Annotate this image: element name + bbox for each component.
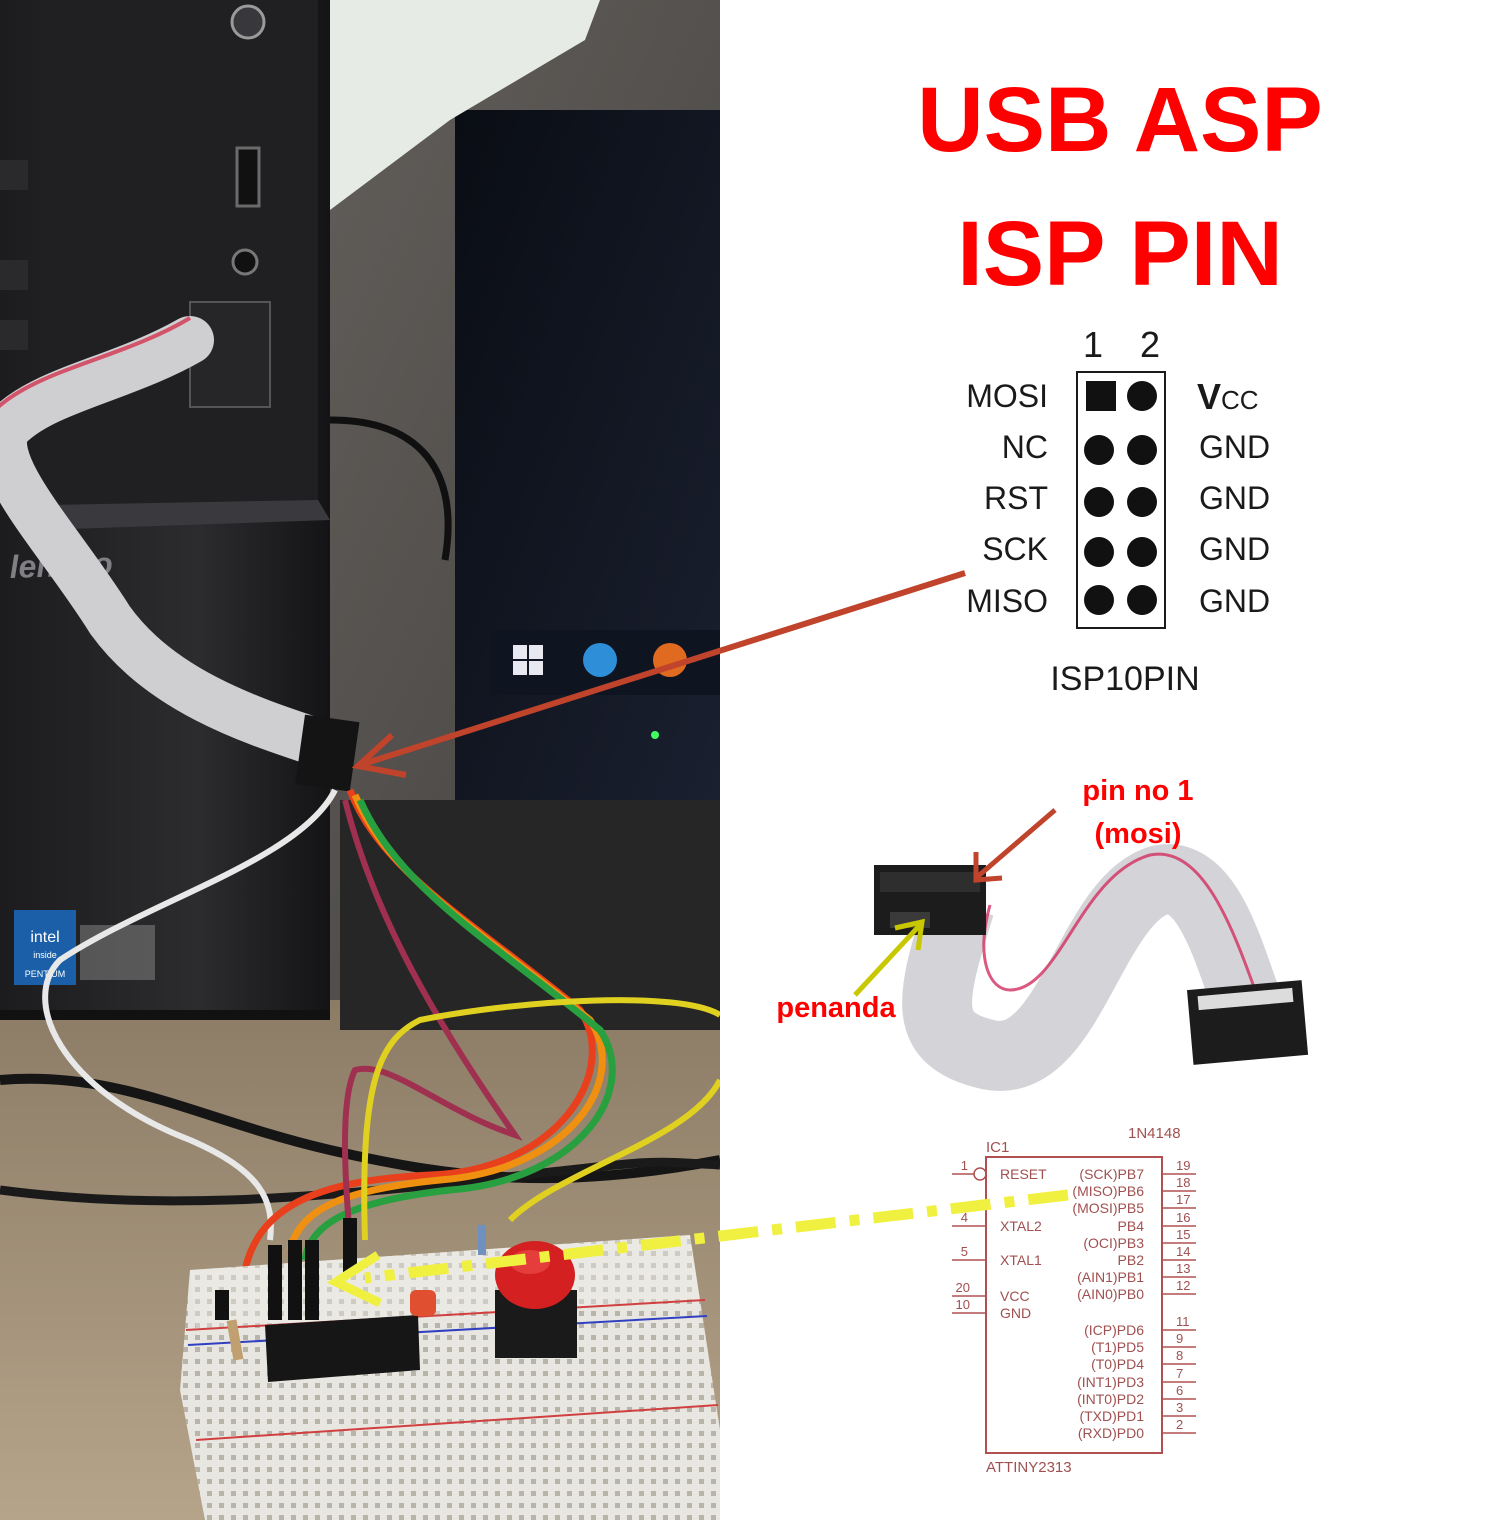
svg-text:(TXD)PD1: (TXD)PD1 — [1079, 1408, 1144, 1424]
svg-text:PENTIUM: PENTIUM — [25, 969, 66, 979]
ribbon-cable — [0, 316, 334, 764]
title-line-2: ISP PIN — [957, 203, 1283, 305]
svg-text:8: 8 — [1176, 1348, 1183, 1363]
svg-text:(AIN1)PB1: (AIN1)PB1 — [1077, 1269, 1144, 1285]
pin-6 — [1127, 487, 1157, 517]
svg-text:17: 17 — [1176, 1192, 1190, 1207]
svg-text:10: 10 — [956, 1297, 970, 1312]
svg-text:inside: inside — [33, 950, 57, 960]
monitor-back — [455, 110, 720, 810]
windows-logo — [513, 645, 527, 659]
pin-label-miso: MISO — [966, 583, 1048, 619]
svg-text:VCC: VCC — [1000, 1288, 1030, 1304]
ic-part: ATTINY2313 — [986, 1459, 1072, 1476]
pin-label-gnd-8: GND — [1199, 531, 1270, 567]
pin-8 — [1127, 537, 1157, 567]
diode-label: 1N4148 — [1128, 1125, 1181, 1142]
usb-port — [235, 146, 261, 208]
svg-text:11: 11 — [1176, 1314, 1190, 1329]
attiny-schematic: 1N4148 IC1 ATTINY2313 1 RESET 4 XTAL2 5 … — [952, 1125, 1196, 1476]
ic-ref: IC1 — [986, 1139, 1009, 1156]
pin-2 — [1127, 381, 1157, 411]
svg-text:13: 13 — [1176, 1261, 1190, 1276]
ie-logo — [583, 643, 617, 677]
svg-text:19: 19 — [1176, 1158, 1190, 1173]
ic-chip — [265, 1315, 420, 1382]
header-outline — [1076, 371, 1166, 629]
svg-text:(MISO)PB6: (MISO)PB6 — [1072, 1183, 1144, 1199]
ic-body — [985, 1156, 1163, 1454]
svg-text:(INT1)PD3: (INT1)PD3 — [1077, 1374, 1144, 1390]
white-wire — [42, 788, 338, 1241]
svg-text:2: 2 — [1176, 1417, 1183, 1432]
svg-text:XTAL1: XTAL1 — [1000, 1252, 1042, 1268]
svg-text:RESET: RESET — [1000, 1166, 1047, 1182]
svg-text:(T0)PD4: (T0)PD4 — [1091, 1356, 1144, 1372]
pin-label-vcc: VCC — [1197, 376, 1259, 417]
svg-text:(INT0)PD2: (INT0)PD2 — [1077, 1391, 1144, 1407]
col-label-2: 2 — [1140, 324, 1160, 365]
ribbon-cable-illustration — [874, 844, 1309, 1091]
power-button — [230, 4, 266, 40]
svg-text:(ICP)PD6: (ICP)PD6 — [1084, 1322, 1144, 1338]
pin-label-nc: NC — [1002, 429, 1048, 465]
diagram-panel: 1 2 MOSI NC RST SCK MISO VCC GND GND GND… — [776, 324, 1309, 1476]
svg-text:18: 18 — [1176, 1175, 1190, 1190]
svg-text:XTAL2: XTAL2 — [1000, 1218, 1042, 1234]
svg-text:(AIN0)PB0: (AIN0)PB0 — [1077, 1286, 1144, 1302]
svg-text:(OCI)PB3: (OCI)PB3 — [1083, 1235, 1144, 1251]
pin-label-mosi: MOSI — [966, 378, 1048, 414]
svg-text:(T1)PD5: (T1)PD5 — [1091, 1339, 1144, 1355]
pin1-label-line2: (mosi) — [1095, 818, 1182, 850]
svg-text:(SCK)PB7: (SCK)PB7 — [1079, 1166, 1144, 1182]
ic-right-pins: 19 (SCK)PB7 18 (MISO)PB6 17 (MOSI)PB5 16… — [1072, 1158, 1196, 1441]
col-label-1: 1 — [1083, 324, 1103, 365]
isp-header-diagram: 1 2 MOSI NC RST SCK MISO VCC GND GND GND… — [966, 324, 1270, 698]
arrow-pin1 — [974, 808, 1057, 880]
svg-text:12: 12 — [1176, 1278, 1190, 1293]
intel-sticker — [14, 910, 76, 985]
pin-label-gnd-10: GND — [1199, 583, 1270, 619]
svg-text:intel: intel — [30, 929, 59, 946]
pin1-label-line1: pin no 1 — [1082, 775, 1193, 807]
marker-label: penanda — [776, 992, 896, 1024]
svg-text:20: 20 — [956, 1280, 970, 1295]
pin-10 — [1127, 585, 1157, 615]
pin-label-gnd-6: GND — [1199, 480, 1270, 516]
pin-1-square — [1086, 381, 1116, 411]
pin-4 — [1127, 435, 1157, 465]
paper-note — [300, 0, 600, 210]
svg-text:(MOSI)PB5: (MOSI)PB5 — [1072, 1200, 1144, 1216]
pin-9 — [1084, 585, 1114, 615]
svg-text:3: 3 — [1176, 1400, 1183, 1415]
setup-photo: lenovo intel inside PENTIUM — [0, 0, 720, 1520]
svg-text:15: 15 — [1176, 1227, 1190, 1242]
pin-3 — [1084, 435, 1114, 465]
header-name: ISP10PIN — [1050, 660, 1199, 698]
svg-text:PB2: PB2 — [1118, 1252, 1145, 1268]
pin-5 — [1084, 487, 1114, 517]
svg-text:(RXD)PD0: (RXD)PD0 — [1078, 1425, 1144, 1441]
svg-text:PB4: PB4 — [1118, 1218, 1145, 1234]
arrow-marker — [853, 923, 922, 997]
title-line-1: USB ASP — [917, 69, 1323, 171]
pin-7 — [1084, 537, 1114, 567]
svg-text:16: 16 — [1176, 1210, 1190, 1225]
pin-label-sck: SCK — [982, 531, 1048, 567]
svg-text:GND: GND — [1000, 1305, 1031, 1321]
svg-text:4: 4 — [961, 1210, 968, 1225]
svg-text:5: 5 — [961, 1244, 968, 1259]
svg-text:7: 7 — [1176, 1366, 1183, 1381]
speaker-box — [340, 800, 720, 1030]
svg-text:1: 1 — [961, 1158, 968, 1173]
svg-text:6: 6 — [1176, 1383, 1183, 1398]
pin-label-rst: RST — [984, 480, 1048, 516]
pin-label-gnd-4: GND — [1199, 429, 1270, 465]
header-port — [189, 301, 271, 408]
svg-text:14: 14 — [1176, 1244, 1190, 1259]
maroon-wire — [342, 799, 523, 1241]
svg-text:9: 9 — [1176, 1331, 1183, 1346]
yellow-wire — [361, 997, 720, 1241]
